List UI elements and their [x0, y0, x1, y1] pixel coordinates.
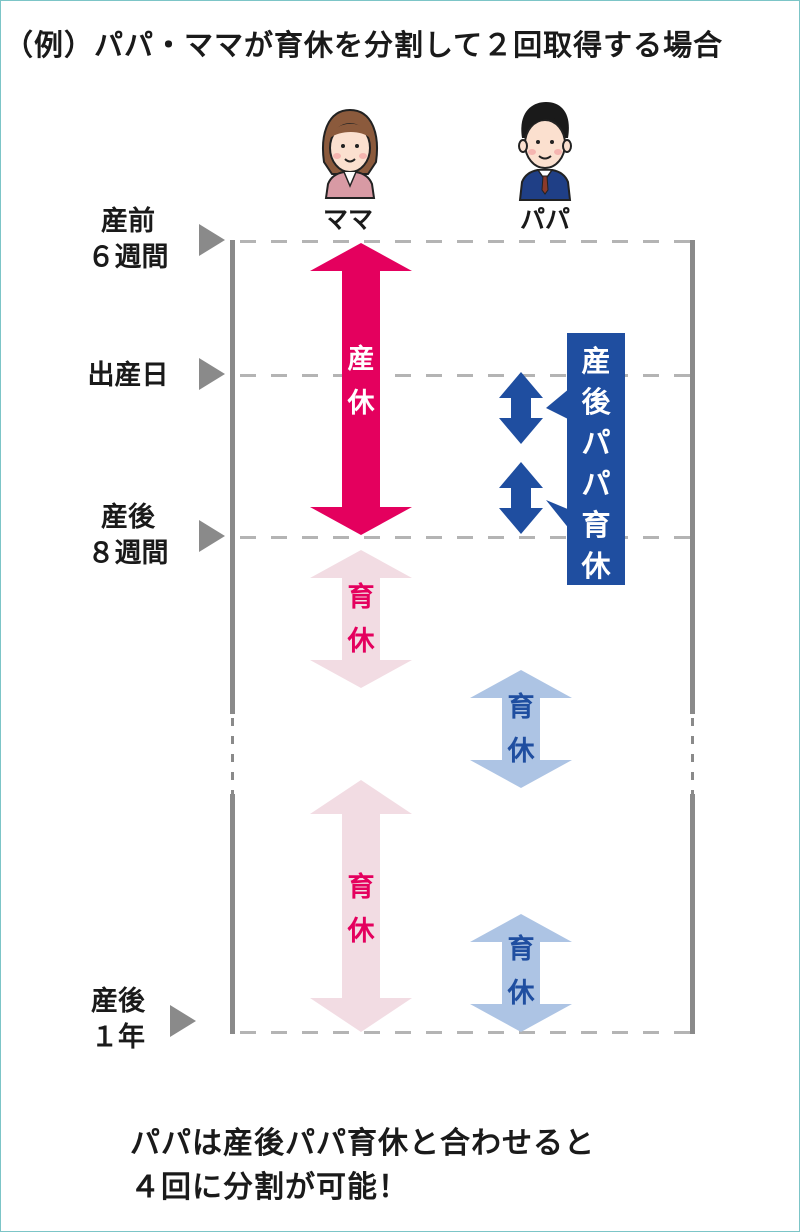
left-axis-break	[231, 718, 234, 794]
mama-maternity-leave-label: 産 休	[347, 344, 375, 419]
mama-avatar-icon	[322, 108, 378, 199]
mama-childcare-leave-1-arrow	[310, 550, 412, 688]
right-axis-line	[690, 240, 695, 714]
guide-line-prenatal	[240, 240, 690, 243]
timeline-label-birth-day: 出産日	[87, 360, 169, 391]
guide-line-birth	[240, 374, 690, 377]
left-axis-line	[230, 240, 235, 714]
callout-pointer	[546, 388, 570, 420]
marker-triangle-icon	[199, 358, 225, 390]
timeline-label-postnatal-8w: 産後 ８週間	[87, 502, 169, 569]
mama-childcare-leave-1-label: 育 休	[347, 582, 375, 657]
timeline-label-prenatal-6w: 産前 ６週間	[87, 206, 169, 273]
papa-label: パパ	[519, 205, 570, 234]
mama-childcare-leave-2-label: 育 休	[347, 872, 375, 947]
mama-childcare-leave-2-arrow	[310, 780, 412, 1032]
papa-avatar-icon	[518, 102, 572, 201]
footer-note: パパは産後パパ育休と合わせると ４回に分割が可能！	[130, 1126, 595, 1205]
diagram-title: （例）パパ・ママが育休を分割して２回取得する場合	[4, 28, 724, 62]
papa-childcare-leave-2-arrow	[470, 914, 572, 1032]
papa-postnatal-leave-1-arrow	[499, 372, 543, 444]
guide-line-postnatal-1y	[240, 1031, 690, 1034]
marker-triangle-icon	[199, 224, 225, 256]
timeline-label-postnatal-1y: 産後 １年	[91, 986, 145, 1053]
mama-label: ママ	[322, 205, 373, 234]
marker-triangle-icon	[170, 1005, 196, 1037]
right-axis-line	[690, 794, 695, 1034]
mama-maternity-leave-arrow	[310, 243, 412, 535]
callout-pointer	[546, 500, 570, 530]
left-axis-line	[230, 794, 235, 1034]
papa-childcare-leave-2-label: 育 休	[507, 934, 535, 1009]
papa-childcare-leave-1-label: 育 休	[507, 692, 535, 767]
papa-childcare-leave-1-arrow	[470, 670, 572, 788]
guide-line-postnatal-8w	[240, 536, 690, 539]
papa-postnatal-leave-2-arrow	[499, 462, 543, 534]
papa-postnatal-leave-box: 産 後 パ パ 育 休	[567, 333, 625, 585]
marker-triangle-icon	[199, 520, 225, 552]
right-axis-break	[691, 718, 694, 794]
